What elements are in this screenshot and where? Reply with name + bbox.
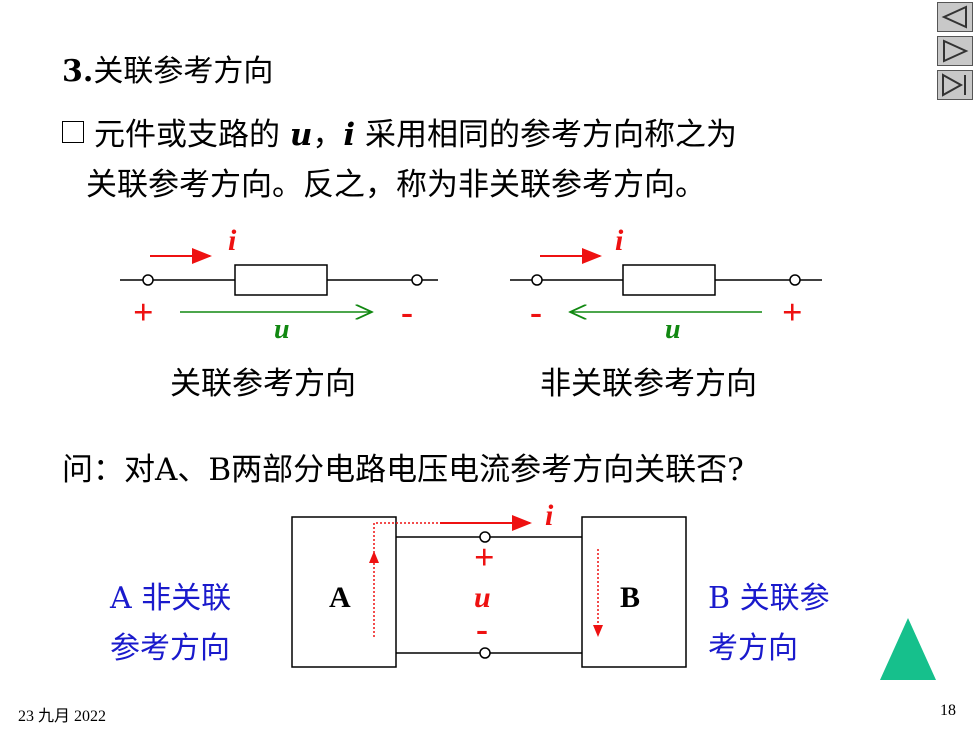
- terminal-right: [789, 274, 801, 286]
- plus-sign: +: [474, 537, 495, 577]
- triangle-left-icon: [941, 5, 967, 29]
- prev-slide-button[interactable]: [937, 2, 973, 32]
- note-a-line2: 参考方向: [110, 631, 230, 666]
- question-text: 问：对A、B两部分电路电压电流参考方向关联否?: [62, 452, 744, 488]
- definition-paragraph: 元件或支路的 u，i 采用相同的参考方向称之为 关联参考方向。反之，称为非关联参…: [62, 110, 922, 210]
- plus-sign: +: [133, 292, 154, 332]
- terminal-right: [411, 274, 423, 286]
- current-path-a: [373, 522, 440, 637]
- caption-associated: 关联参考方向: [170, 366, 356, 402]
- note-a: A 非关联 参考方向: [110, 574, 231, 674]
- resistor: [622, 264, 716, 296]
- para-sep: ，: [312, 117, 344, 153]
- section-title: 关联参考方向: [93, 54, 274, 89]
- minus-sign: -: [476, 609, 488, 649]
- ab-circuit-diagram: i A B + u -: [291, 499, 936, 680]
- current-label: i: [615, 224, 624, 257]
- box-a: [291, 516, 397, 668]
- resistor: [234, 264, 328, 296]
- box-a-label: A: [329, 581, 351, 614]
- plus-sign: +: [782, 292, 803, 332]
- terminal-bottom: [479, 647, 491, 659]
- box-b-label: B: [620, 581, 640, 614]
- current-label: i: [228, 224, 237, 257]
- associated-diagram: i u + -: [120, 224, 438, 345]
- terminal-left: [531, 274, 543, 286]
- footer-date: 23 九月 2022: [18, 708, 107, 725]
- last-slide-button[interactable]: [937, 70, 973, 100]
- var-i: i: [343, 117, 356, 153]
- note-b: B 关联参 考方向: [708, 574, 830, 674]
- para-text-1: 元件或支路的: [94, 117, 290, 153]
- box-b: [581, 516, 687, 668]
- non-associated-diagram: i u - +: [510, 224, 822, 345]
- teal-triangle-icon: [880, 618, 936, 680]
- var-u: u: [289, 117, 313, 153]
- note-a-line1: A 非关联: [110, 581, 232, 616]
- minus-sign: -: [401, 292, 413, 332]
- next-slide-button[interactable]: [937, 36, 973, 66]
- current-label: i: [545, 499, 554, 532]
- voltage-label: u: [274, 314, 290, 345]
- note-b-line1: B 关联参: [708, 581, 830, 616]
- caption-non-associated: 非关联参考方向: [540, 366, 757, 402]
- terminal-left: [142, 274, 154, 286]
- minus-sign: -: [530, 292, 542, 332]
- section-number: 3.: [62, 54, 94, 89]
- note-b-line2: 考方向: [708, 631, 798, 666]
- voltage-label: u: [474, 581, 491, 614]
- reference-direction-diagrams: i u + - i u - +: [120, 224, 822, 345]
- page-number: 18: [940, 702, 956, 719]
- section-heading: 3.关联参考方向: [62, 46, 273, 90]
- skip-end-icon: [942, 73, 966, 97]
- para-line-2: 关联参考方向。反之，称为非关联参考方向。: [86, 167, 706, 203]
- para-text-2: 采用相同的参考方向称之为: [355, 117, 738, 153]
- triangle-right-icon: [943, 39, 969, 63]
- voltage-label: u: [665, 314, 681, 345]
- bullet-box-icon: [62, 121, 84, 143]
